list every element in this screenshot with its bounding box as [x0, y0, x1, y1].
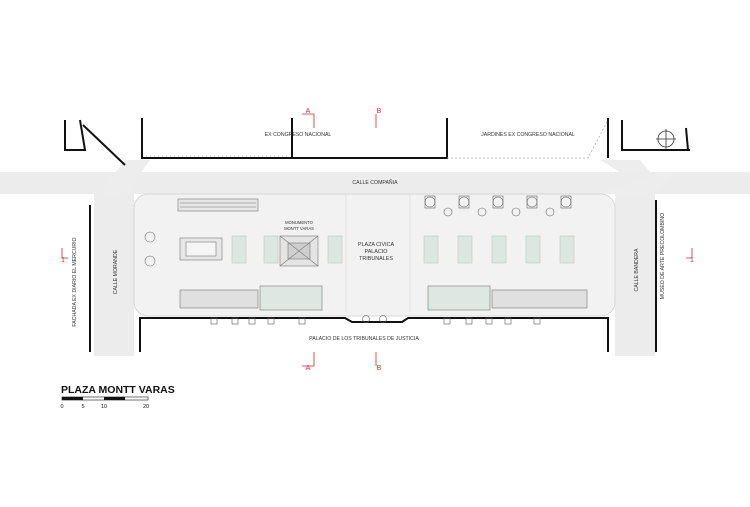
streets — [0, 160, 750, 356]
tree-1 — [144, 231, 156, 243]
marker-1-right: 1 — [690, 257, 694, 264]
label-fachada-mercurio: FACHADA EX DIARIO EL MERCURIO — [72, 237, 78, 326]
seating-groups — [424, 195, 572, 217]
label-calle-bandera: CALLE BANDERA — [634, 248, 640, 291]
planter-left — [179, 289, 259, 309]
building-outlines — [64, 118, 690, 352]
scale-tick: 10 — [101, 404, 107, 410]
scale-bar — [61, 396, 149, 401]
tree-2 — [144, 255, 156, 267]
label-plaza-3: TRIBUNALES — [359, 256, 393, 262]
planter-right — [491, 289, 588, 309]
marker-a-bottom: A — [306, 365, 311, 372]
scale-tick: 20 — [143, 404, 149, 410]
marker-b-top: B — [377, 108, 382, 115]
palacio-facade-details — [210, 315, 541, 325]
section-markers — [61, 113, 693, 367]
marker-a-top: A — [306, 108, 311, 115]
label-plaza-2: PALACIO — [365, 249, 388, 255]
bench-north — [177, 198, 259, 212]
label-plaza-1: PLAZA CIVICA — [358, 242, 395, 248]
green-tiles — [231, 235, 575, 264]
plaza-surface — [133, 193, 616, 317]
marker-b-bottom: B — [377, 365, 382, 372]
green-right — [427, 285, 491, 311]
plan-title: PLAZA MONTT VARAS — [61, 384, 175, 396]
label-palacio-justicia: PALACIO DE LOS TRIBUNALES DE JUSTICIA — [309, 336, 419, 342]
label-museo: MUSEO DE ARTE PRECOLOMBINO — [660, 213, 666, 299]
label-jardines: JARDINES EX CONGRESO NACIONAL — [481, 132, 575, 138]
label-monumento-1: MONUMENTO — [285, 220, 314, 225]
scale-tick: 5 — [81, 404, 84, 410]
jardines-fence — [447, 119, 609, 159]
green-left — [259, 285, 323, 311]
label-ex-congreso: EX CONGRESO NACIONAL — [265, 132, 332, 138]
label-monumento-2: MONTT VARAS — [284, 226, 314, 231]
plaza-elements — [144, 194, 588, 312]
scale-tick: 0 — [60, 404, 63, 410]
label-calle-morande: CALLE MORANDE — [113, 249, 119, 294]
north-arrow-icon — [656, 129, 676, 149]
marker-1-left: 1 — [61, 257, 65, 264]
label-calle-compania: CALLE COMPAÑIA — [352, 179, 398, 186]
